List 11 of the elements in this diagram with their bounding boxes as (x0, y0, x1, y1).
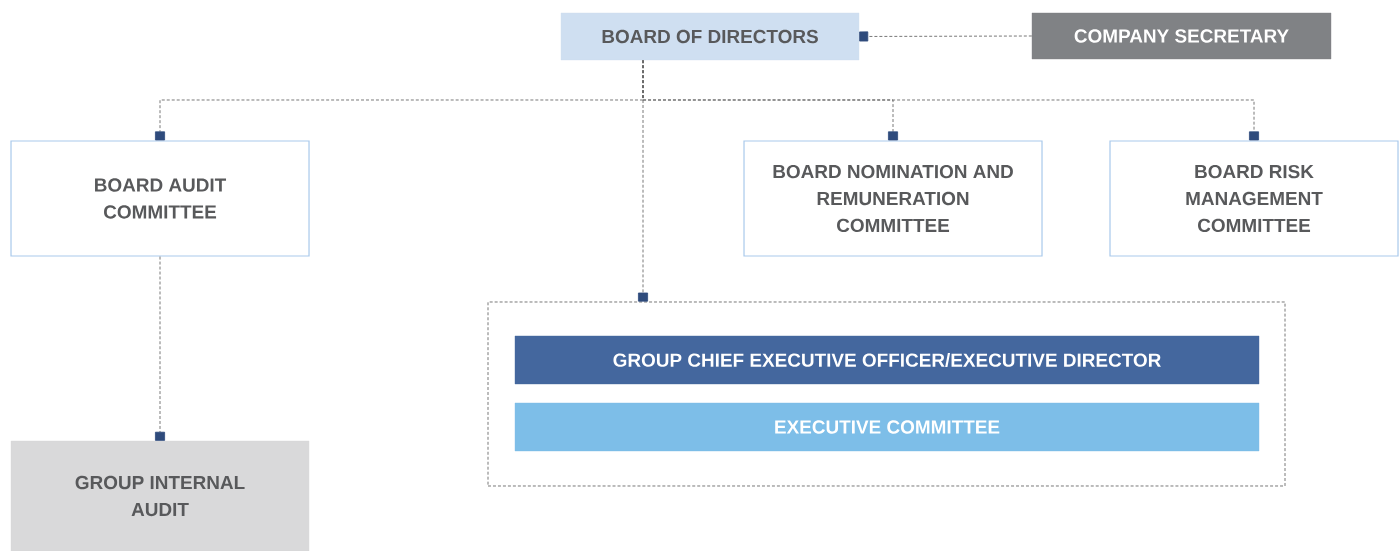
secretary-box: COMPANY SECRETARY (1031, 12, 1332, 60)
committee-bar: EXECUTIVE COMMITTEE (514, 402, 1260, 452)
board-box: BOARD OF DIRECTORS (560, 12, 860, 61)
connector (859, 31, 1033, 42)
audit-box: GROUP INTERNAL AUDIT (10, 440, 310, 551)
connector (638, 59, 648, 302)
committee-box: BOARD NOMINATION AND REMUNERATION COMMITTEE (743, 140, 1043, 257)
committee-box: BOARD RISK MANAGEMENT COMMITTEE (1109, 140, 1399, 257)
officer-bar: GROUP CHIEF EXECUTIVE OFFICER/EXECUTIVE DIRECTOR (514, 335, 1260, 385)
committee-box: BOARD AUDIT COMMITTEE (10, 140, 310, 257)
connector (155, 256, 165, 441)
